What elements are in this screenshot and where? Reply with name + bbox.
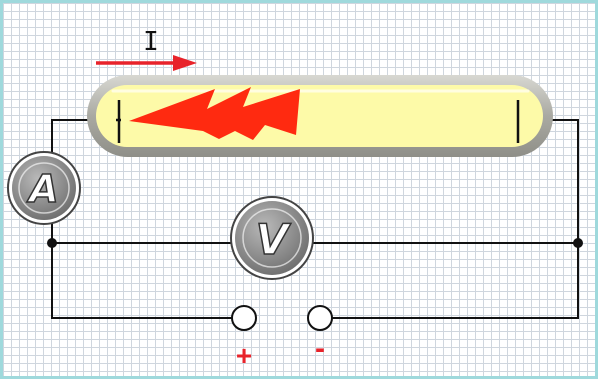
arrow-right-icon xyxy=(96,55,197,71)
voltmeter-label: V xyxy=(256,215,292,264)
right-junction-node xyxy=(573,238,583,248)
lightning-spark-icon xyxy=(129,87,300,140)
negative-terminal xyxy=(307,305,333,331)
wire-left-to-positive-terminal xyxy=(51,243,232,319)
current-label: I xyxy=(143,27,159,57)
positive-terminal xyxy=(231,305,257,331)
negative-sign: - xyxy=(315,332,325,365)
ammeter-label: A xyxy=(26,167,58,211)
ammeter-icon: A xyxy=(7,151,81,225)
left-junction-node xyxy=(47,238,57,248)
voltmeter-icon: V xyxy=(230,196,314,280)
circuit-diagram: I A V + - xyxy=(7,27,583,371)
wire-right-to-negative-terminal xyxy=(332,243,579,319)
positive-sign: + xyxy=(236,340,252,371)
electrodes xyxy=(116,100,520,143)
